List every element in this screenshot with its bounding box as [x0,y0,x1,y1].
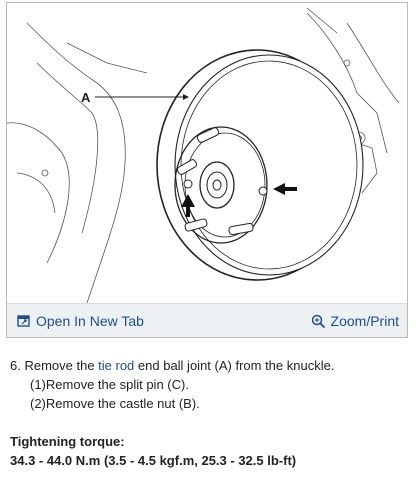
open-new-tab-label: Open In New Tab [36,313,144,329]
step-suffix: end ball joint (A) from the knuckle. [134,358,335,373]
open-new-tab-button[interactable]: Open In New Tab [17,313,144,329]
brake-disc-illustration: A [7,7,400,303]
sub-step-1: (1)Remove the split pin (C). [30,377,189,392]
figure-toolbar: Open In New Tab Zoom/Print [7,303,407,337]
open-new-tab-icon [17,315,30,327]
torque-value: 34.3 - 44.0 N.m (3.5 - 4.5 kgf.m, 25.3 -… [10,453,297,468]
zoom-print-button[interactable]: Zoom/Print [311,313,399,329]
figure-container: A Open In New Tab Zoom/Print [6,2,408,338]
zoom-print-label: Zoom/Print [330,313,399,329]
step-6: 6. Remove the tie rod end ball joint (A)… [10,356,410,375]
sub-step-2: (2)Remove the castle nut (B). [30,396,200,411]
magnifier-icon [311,314,325,328]
tie-rod-link[interactable]: tie rod [98,358,135,373]
step-prefix: 6. Remove the [10,358,99,373]
callout-label-a: A [81,90,91,105]
instructions: 6. Remove the tie rod end ball joint (A)… [10,356,410,470]
torque-title: Tightening torque: [10,434,125,449]
